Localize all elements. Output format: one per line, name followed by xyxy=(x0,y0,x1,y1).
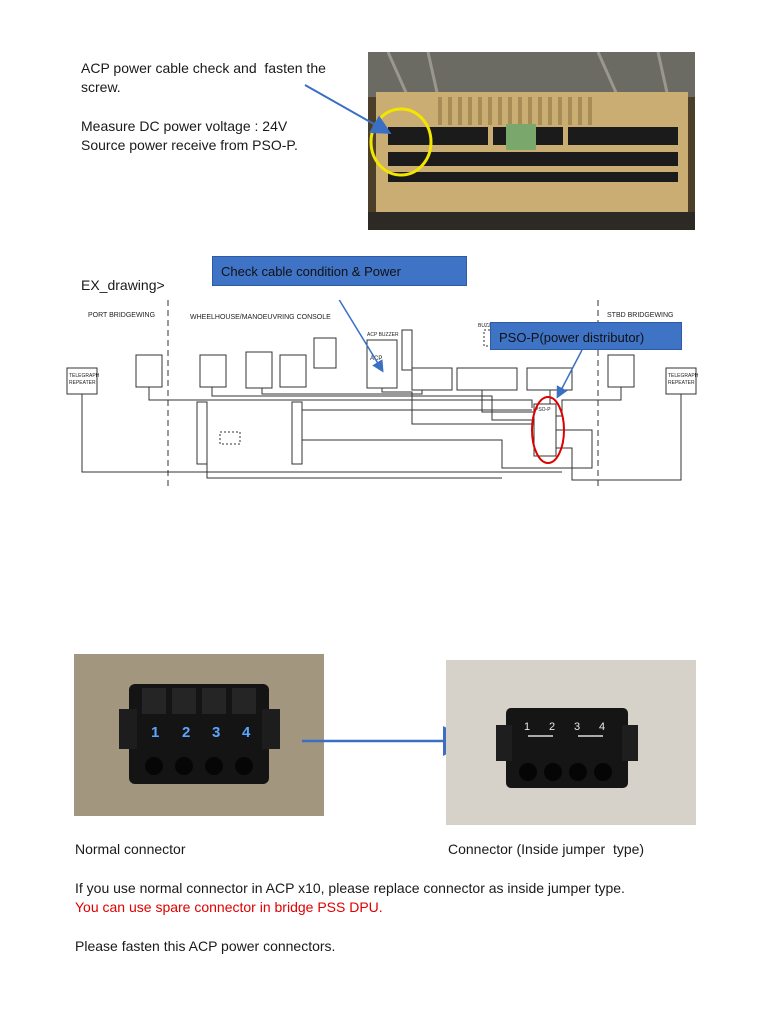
connector-number-4: 4 xyxy=(242,724,251,741)
jumper-number-1: 1 xyxy=(524,721,530,733)
callout-pso-p: PSO-P(power distributor) xyxy=(490,322,682,350)
instruction-line-1: ACP power cable check and fasten the xyxy=(81,60,326,76)
callout-check-cable: Check cable condition & Power xyxy=(212,256,467,286)
comparison-arrow xyxy=(302,726,473,756)
connector-number-3: 3 xyxy=(212,724,220,741)
replace-instruction: If you use normal connector in ACP x10, … xyxy=(75,880,625,896)
spare-connector-note: You can use spare connector in bridge PS… xyxy=(75,899,383,915)
drawing-label: EX_drawing> xyxy=(81,277,165,293)
instruction-line-3: Measure DC power voltage : 24V xyxy=(81,118,288,134)
telegraph-left-label: TELEGRAPH xyxy=(69,373,100,379)
connector-number-2: 2 xyxy=(182,724,190,741)
caption-normal-connector: Normal connector xyxy=(75,841,186,857)
instruction-line-2: screw. xyxy=(81,79,121,95)
telegraph-right-label-2: REPEATER xyxy=(668,380,695,386)
acp-buzzer-label: ACP BUZZER xyxy=(367,332,399,338)
terminal-board-photo xyxy=(368,52,695,230)
jumper-number-3: 3 xyxy=(574,721,580,733)
pointer-arrow-top xyxy=(304,84,392,134)
pso-label: PSO-P xyxy=(535,407,551,413)
jumper-connector-photo: 1 2 3 4 xyxy=(446,660,696,825)
telegraph-left-label-2: REPEATER xyxy=(69,380,96,386)
normal-connector-photo: 1 2 3 4 xyxy=(74,654,324,816)
caption-jumper-connector: Connector (Inside jumper type) xyxy=(448,841,645,857)
jumper-number-2: 2 xyxy=(549,721,555,733)
fasten-instruction: Please fasten this ACP power connectors. xyxy=(75,938,336,954)
instruction-line-4: Source power receive from PSO-P. xyxy=(81,137,298,153)
connector-number-1: 1 xyxy=(151,724,159,741)
red-highlight-ellipse xyxy=(531,396,565,464)
section-port: PORT BRIDGEWING xyxy=(88,312,155,319)
yellow-highlight-circle xyxy=(369,107,433,177)
section-stbd: STBD BRIDGEWING xyxy=(607,312,674,319)
section-wheelhouse: WHEELHOUSE/MANOEUVRING CONSOLE xyxy=(190,314,331,321)
jumper-number-4: 4 xyxy=(599,721,605,733)
acp-label: ACP xyxy=(370,356,382,362)
buzzer-label: BUZZER xyxy=(478,323,498,329)
telegraph-right-label: TELEGRAPH xyxy=(668,373,699,379)
